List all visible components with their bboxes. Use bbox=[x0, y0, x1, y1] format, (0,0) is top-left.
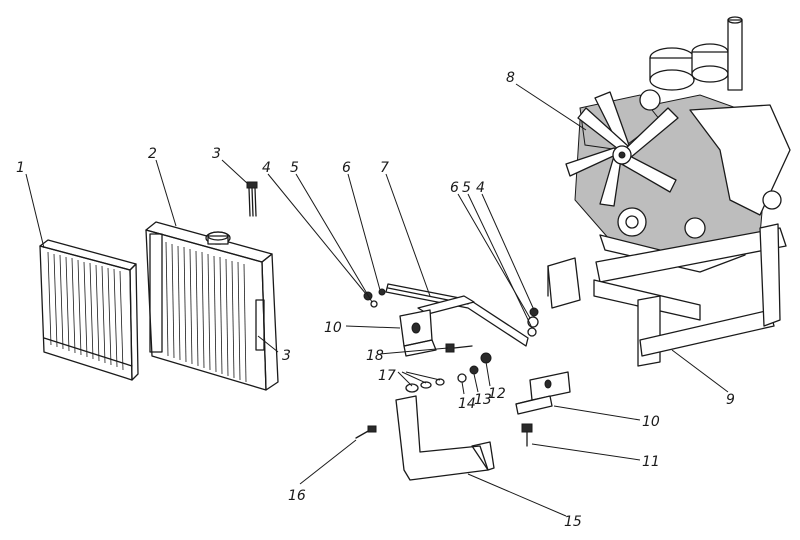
bracket-10-left bbox=[399, 309, 437, 357]
callout-18: 18 bbox=[366, 348, 384, 364]
callout-10-left: 10 bbox=[324, 320, 342, 336]
callout-5-right: 5 bbox=[462, 180, 471, 196]
support-rod bbox=[385, 283, 529, 347]
callout-4-left: 4 bbox=[262, 160, 271, 176]
radiator bbox=[145, 221, 279, 391]
hardware-right bbox=[527, 307, 539, 337]
bolt-washers bbox=[405, 343, 492, 393]
callout-15: 15 bbox=[564, 514, 582, 530]
callout-8: 8 bbox=[506, 70, 515, 86]
callout-2: 2 bbox=[148, 146, 157, 162]
callout-16: 16 bbox=[288, 488, 306, 504]
shroud-plate bbox=[395, 395, 495, 481]
callout-13: 13 bbox=[474, 392, 492, 408]
callout-9: 9 bbox=[726, 392, 735, 408]
leader-lines bbox=[25, 83, 729, 517]
callout-4-right: 4 bbox=[476, 180, 485, 196]
callout-6-right: 6 bbox=[450, 180, 459, 196]
callout-labels: 1 2 3 4 5 6 7 6 5 4 8 3 9 10 18 17 14 13… bbox=[16, 70, 735, 530]
engine bbox=[565, 16, 791, 273]
bolt-3-top bbox=[246, 181, 258, 217]
callout-1: 1 bbox=[16, 160, 25, 176]
callout-3-top: 3 bbox=[212, 146, 221, 162]
callout-14: 14 bbox=[458, 396, 476, 412]
callout-3-bottom: 3 bbox=[282, 348, 291, 364]
bracket-10-right bbox=[515, 371, 571, 415]
frame bbox=[547, 223, 787, 367]
callout-7: 7 bbox=[380, 160, 389, 176]
hardware-left bbox=[363, 288, 386, 308]
bolt-16 bbox=[355, 425, 377, 439]
radiator-shutter bbox=[39, 239, 139, 381]
callout-5-left: 5 bbox=[290, 160, 299, 176]
callout-10-right: 10 bbox=[642, 414, 660, 430]
callout-11: 11 bbox=[642, 454, 660, 470]
callout-17: 17 bbox=[378, 368, 396, 384]
callout-12: 12 bbox=[488, 386, 506, 402]
bolt-11 bbox=[521, 423, 533, 447]
callout-6-left: 6 bbox=[342, 160, 351, 176]
